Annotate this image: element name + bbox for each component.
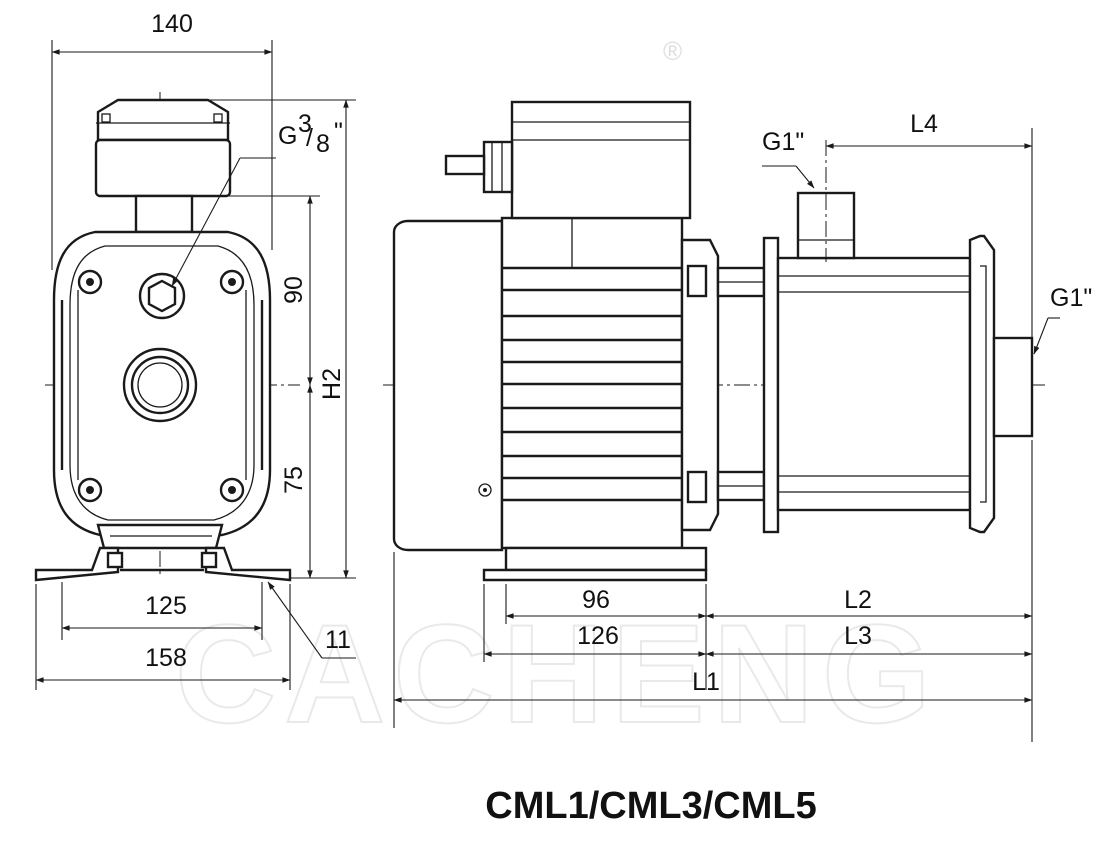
side-view: L4 G1" G1" 96 L2 126 L3 L1 [383, 100, 1092, 742]
dim-l1: L1 [692, 668, 720, 696]
model-caption: CML1/CML3/CML5 [485, 785, 816, 827]
dim-foot-width-158: 158 [145, 644, 187, 672]
dim-l2: L2 [844, 586, 872, 614]
dim-width-140: 140 [151, 10, 193, 38]
svg-text:3: 3 [298, 110, 312, 138]
label-outlet-thread: G1" [1050, 284, 1092, 312]
dim-l4: L4 [910, 110, 938, 138]
front-view: 140 90 75 H2 G 3 / 8 " 125 158 [34, 10, 356, 690]
svg-text:8: 8 [316, 130, 330, 158]
dim-bolt-spacing-125: 125 [145, 592, 187, 620]
svg-text:": " [334, 118, 343, 146]
svg-text:CACHENG: CACHENG [175, 595, 939, 752]
watermark: CACHENG ® [174, 36, 939, 753]
dim-height-90: 90 [280, 276, 308, 304]
fraction-slash: / [306, 124, 313, 152]
dim-l3: L3 [844, 622, 872, 650]
dim-bolt-spacing-96: 96 [582, 586, 610, 614]
label-drain-thread: G 3 / 8 " [278, 110, 343, 158]
dim-height-h2: H2 [318, 368, 346, 400]
svg-text:G: G [278, 122, 297, 150]
svg-text:®: ® [663, 36, 682, 66]
label-inlet-thread: G1" [762, 128, 804, 156]
dim-foot-length-126: 126 [577, 622, 619, 650]
dim-height-75: 75 [280, 466, 308, 494]
dim-hole-11: 11 [325, 626, 351, 654]
